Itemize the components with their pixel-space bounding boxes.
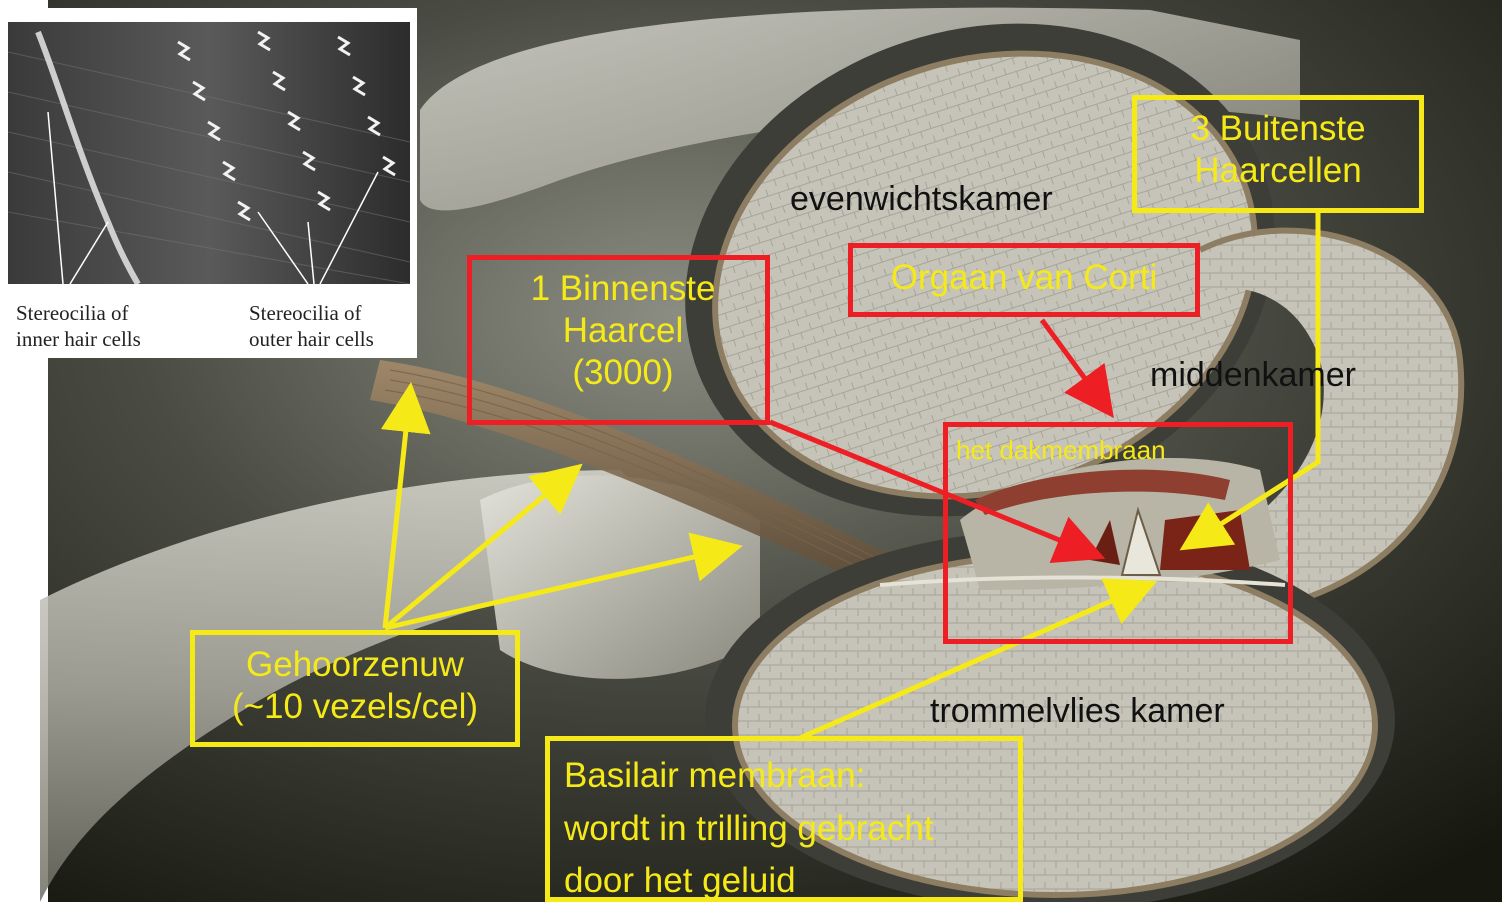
label-trommelvlies-kamer: trommelvlies kamer: [930, 692, 1225, 731]
label-middenkamer: middenkamer: [1150, 356, 1356, 395]
label-binnenste-haarcel: 1 Binnenste Haarcel (3000): [477, 268, 769, 394]
caption-outer-hair-cells: Stereocilia of outer hair cells: [249, 300, 374, 352]
stereocilia-micrograph: [8, 22, 410, 284]
label-gehoorzenuw: Gehoorzenuw (~10 vezels/cel): [190, 644, 520, 728]
label-het-dakmembraan: het dakmembraan: [956, 436, 1166, 466]
label-orgaan-van-corti: Orgaan van Corti: [848, 258, 1200, 298]
micrograph-inset: Stereocilia of inner hair cells Stereoci…: [6, 8, 417, 358]
label-evenwichtskamer: evenwichtskamer: [790, 180, 1053, 219]
label-buitenste-haarcellen: 3 Buitenste Haarcellen: [1132, 108, 1424, 192]
label-basilair-membraan: Basilair membraan: wordt in trilling geb…: [564, 750, 934, 908]
caption-inner-hair-cells: Stereocilia of inner hair cells: [16, 300, 141, 352]
